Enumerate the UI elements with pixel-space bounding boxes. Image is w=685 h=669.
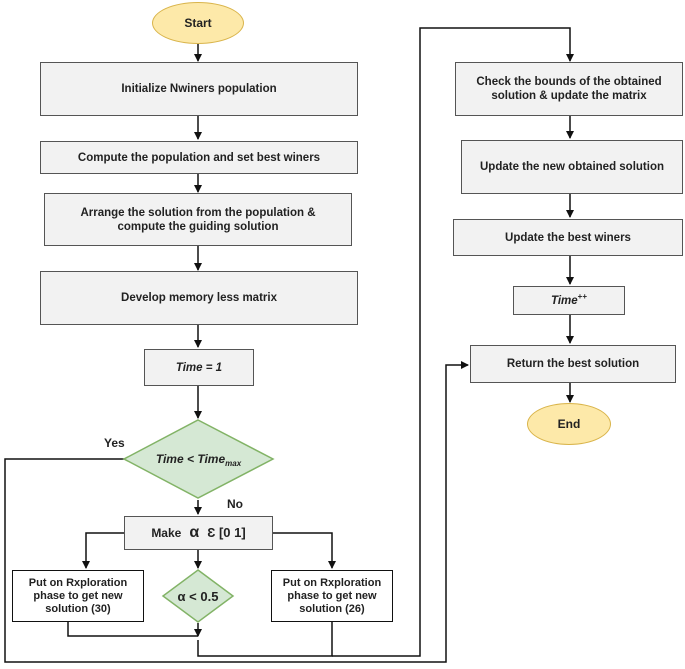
arrow-yes-to-return <box>4 361 469 663</box>
start-terminal: Start <box>152 2 244 44</box>
init-text: Initialize Nwiners population <box>121 83 277 95</box>
end-terminal: End <box>527 403 611 445</box>
arrow-make-to-left <box>82 532 124 569</box>
make-alpha: α <box>189 524 200 541</box>
check-bounds-box: Check the bounds of the obtained solutio… <box>455 62 683 116</box>
time-inc-sup: ++ <box>577 291 587 301</box>
alpha-check-text: α < 0.5 <box>163 586 233 606</box>
develop-box: Develop memory less matrix <box>40 271 358 325</box>
decision-time-sub: max <box>225 458 242 468</box>
time-init-text: Time = 1 <box>175 361 223 374</box>
develop-text: Develop memory less matrix <box>121 292 277 304</box>
yes-label: Yes <box>104 436 125 450</box>
no-label: No <box>227 497 243 511</box>
update-new-text: Update the new obtained solution <box>480 161 664 173</box>
line-right-merge <box>197 622 333 657</box>
make-prefix: Make <box>151 526 182 540</box>
decision-time-shape <box>122 419 275 499</box>
put-right-box: Put on Rxploration phase to get new solu… <box>271 570 393 622</box>
init-box: Initialize Nwiners population <box>40 62 358 116</box>
return-best-text: Return the best solution <box>506 358 640 370</box>
put-left-text: Put on Rxploration phase to get new solu… <box>28 576 128 615</box>
line-left-merge <box>67 622 198 637</box>
time-inc-main: Time <box>551 294 578 307</box>
arrow-loop-to-check <box>332 27 574 657</box>
put-right-text: Put on Rxploration phase to get new solu… <box>282 576 382 615</box>
make-box: Make α Ɛ [0 1] <box>124 516 273 550</box>
alpha-check-label: α < 0.5 <box>177 588 219 604</box>
compute-box: Compute the population and set best wine… <box>40 141 358 174</box>
decision-time-main: Time < Time <box>155 452 226 466</box>
check-bounds-text: Check the bounds of the obtained solutio… <box>476 76 662 102</box>
make-rest: Ɛ [0 1] <box>207 525 246 540</box>
decision-alpha-shape <box>161 569 235 623</box>
return-best-box: Return the best solution <box>470 345 676 383</box>
end-label: End <box>557 417 581 431</box>
start-label: Start <box>184 16 212 30</box>
arrange-text: Arrange the solution from the population… <box>80 206 316 233</box>
update-best-box: Update the best winers <box>453 219 683 256</box>
compute-text: Compute the population and set best wine… <box>77 151 321 164</box>
update-new-box: Update the new obtained solution <box>461 140 683 194</box>
update-best-text: Update the best winers <box>505 231 631 244</box>
arrange-box: Arrange the solution from the population… <box>44 193 352 246</box>
time-init-box: Time = 1 <box>144 349 254 386</box>
arrow-make-to-right <box>273 532 336 569</box>
put-left-box: Put on Rxploration phase to get new solu… <box>12 570 144 622</box>
time-inc-box: Time++ <box>513 286 625 315</box>
